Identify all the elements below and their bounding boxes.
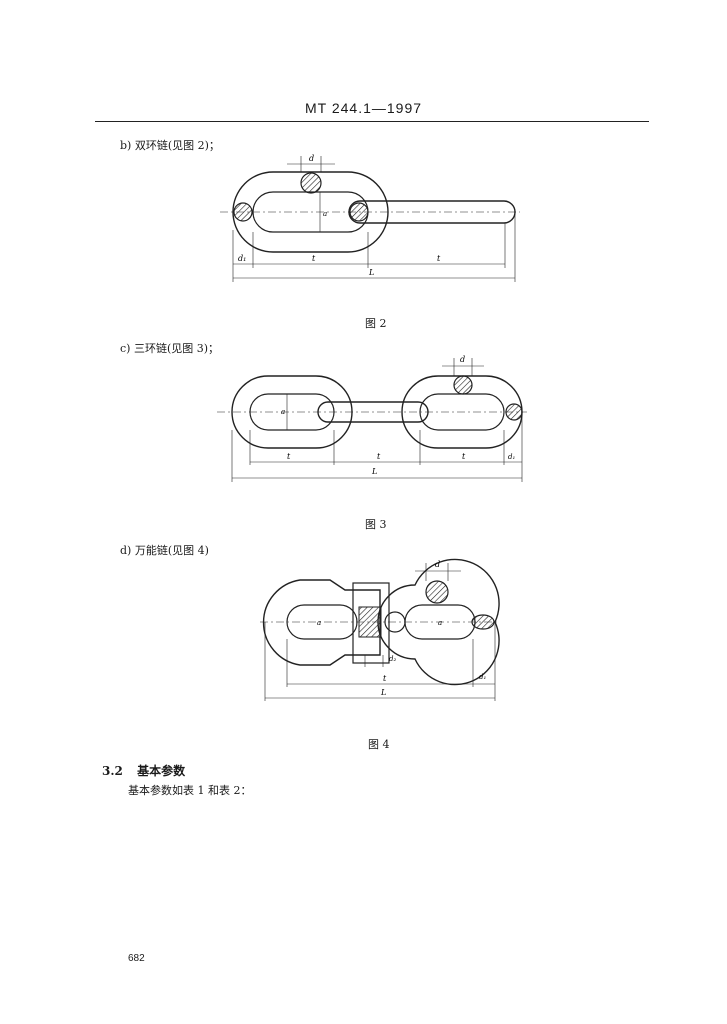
fig2-t2: t <box>437 254 441 263</box>
header-rule <box>95 121 649 122</box>
item-d-caption: d) 万能链(见图 4) <box>120 544 209 557</box>
fig4-a2: a <box>438 619 442 627</box>
section-top <box>300 172 322 194</box>
fig3-L: L <box>371 467 377 476</box>
fig4-L: L <box>380 688 386 697</box>
section-left <box>233 202 253 222</box>
figure-3-drawing: d a t t t d₁ L <box>217 355 527 482</box>
page-header: MT 244.1—1997 <box>304 100 423 116</box>
fig2-d: d <box>309 154 314 163</box>
fig3-d: d <box>460 355 465 364</box>
fig2-a: a <box>323 210 327 218</box>
fig4-d1: d₁ <box>479 673 486 681</box>
section-mid <box>349 202 369 222</box>
item-b-caption: b) 双环链(见图 2)； <box>120 139 220 152</box>
fig3-t3: t <box>462 452 466 461</box>
section-heading: 3.2 基本参数 <box>102 762 185 779</box>
fig3-t2: t <box>377 452 381 461</box>
link-1-outer <box>232 171 389 253</box>
fig4-d: d <box>435 560 440 569</box>
fig2-L: L <box>368 268 374 277</box>
fig3-t1: t <box>287 452 291 461</box>
section-title: 基本参数 <box>137 764 186 778</box>
section-body-text: 基本参数如表 1 和表 2： <box>128 784 252 797</box>
figure-3-label: 图 3 <box>365 518 387 531</box>
figure-2-label: 图 2 <box>365 317 387 330</box>
section-number: 3.2 <box>102 764 123 778</box>
fig2-d1: d₁ <box>238 254 246 263</box>
fig3-a: a <box>281 408 285 416</box>
fig4-a: a <box>317 619 321 627</box>
figure-4-label: 图 4 <box>368 738 390 751</box>
figure-4-drawing: d a a d₂ t d₁ L <box>260 558 500 701</box>
fig3-d1: d₁ <box>508 453 515 461</box>
fig4-t: t <box>383 674 387 683</box>
page-number: 682 <box>128 953 145 964</box>
fig4-d2: d₂ <box>389 655 396 663</box>
item-c-caption: c) 三环链(见图 3)； <box>120 342 220 355</box>
figure-2-drawing: d a d₁ t t L <box>220 154 520 282</box>
fig2-t1: t <box>312 254 316 263</box>
